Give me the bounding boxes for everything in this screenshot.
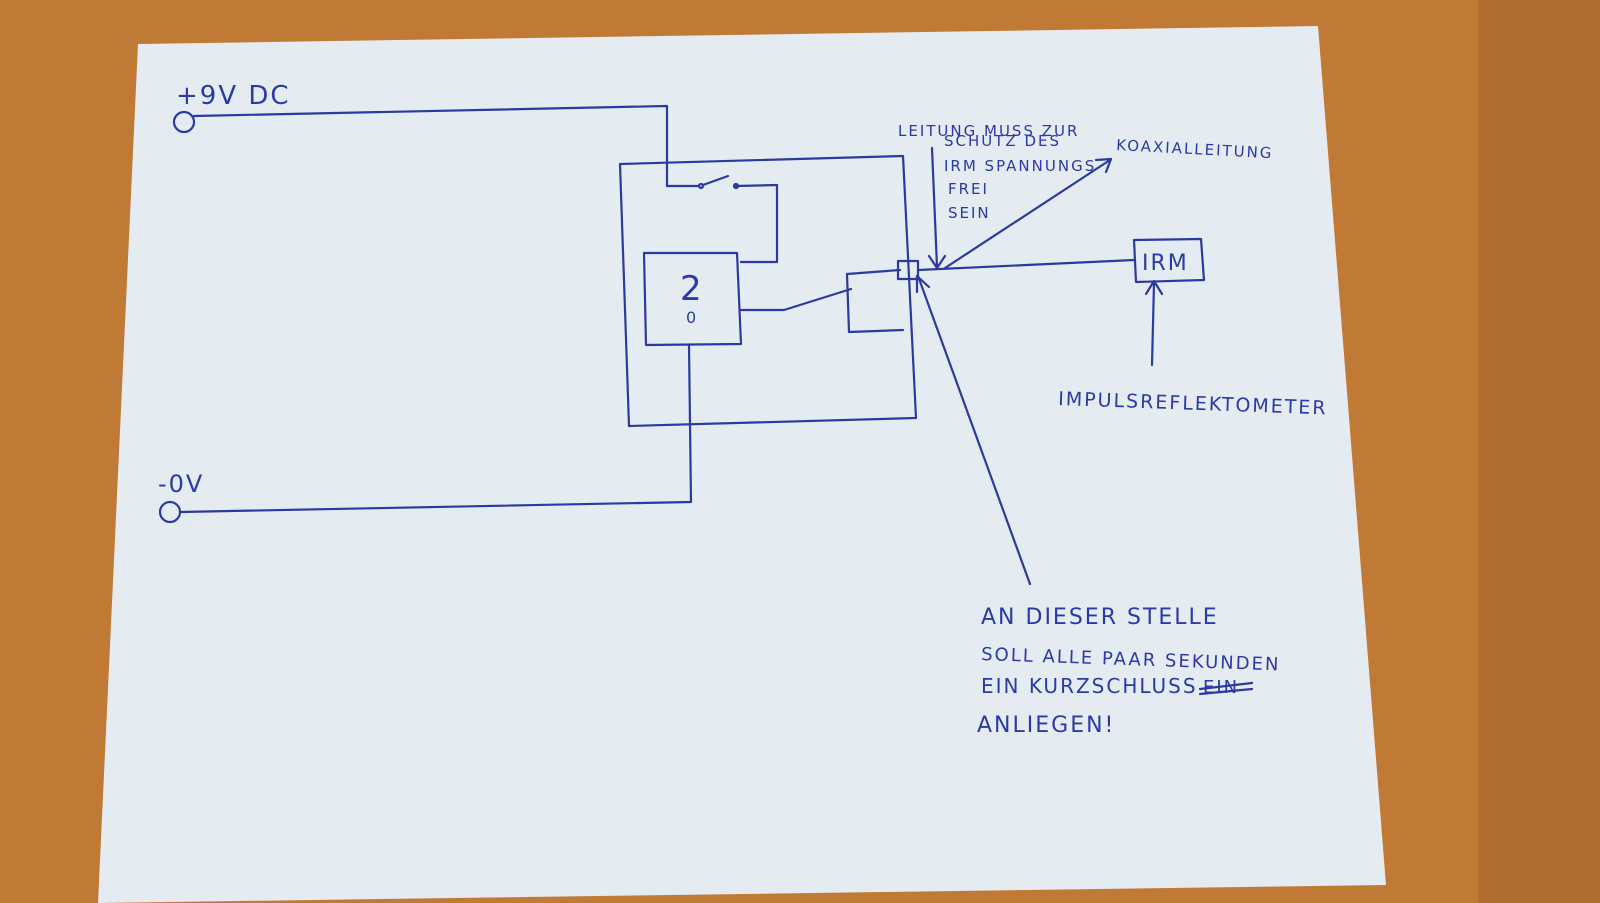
arrow-coax-label (943, 157, 1113, 270)
coax-line (916, 258, 1136, 272)
table-edge-shadow (1478, 0, 1600, 903)
switch-contact-left (697, 182, 705, 190)
positive-terminal-circle (172, 110, 196, 134)
shield-note-line-5: SEIN (948, 204, 991, 222)
paper-sheet (98, 26, 1386, 903)
positive-terminal-label: +9V DC (176, 81, 291, 111)
short-note-line-1: AN DIESER STELLE (981, 605, 1219, 630)
shield-note-line-3: IRM SPANNUNGS (944, 157, 1096, 175)
switch-contact-right (732, 182, 740, 190)
timer-block-box (642, 251, 743, 347)
power-switch (665, 174, 779, 264)
arrow-short-note (915, 274, 1032, 586)
positive-supply-wire (192, 104, 669, 188)
short-note-line-4: ANLIEGEN! (977, 713, 1115, 738)
enclosure-box (618, 154, 918, 428)
irm-box (1132, 237, 1206, 284)
arrow-shield-note (927, 146, 947, 270)
shield-note-line-1: LEITUNG MUSS ZUR (898, 122, 1079, 140)
shield-note-line-4: FREI (948, 180, 989, 198)
short-note-line-3: EIN KURZSCHLUSS (981, 674, 1198, 698)
arrow-irm-label (1144, 279, 1164, 367)
shield-note-line-2: SCHUTZ DES (944, 132, 1061, 150)
negative-terminal-circle (158, 500, 182, 524)
irm-box-label: IRM (1142, 251, 1189, 276)
relay-output-wire (739, 268, 905, 334)
negative-return-wire (178, 343, 693, 514)
strikethrough-mark (1198, 681, 1254, 696)
timer-block-label-top: 2 (680, 269, 704, 309)
timer-block-label-bottom: 0 (686, 308, 698, 327)
circuit-wiring (158, 104, 1206, 586)
negative-terminal-label: -0V (158, 470, 204, 498)
